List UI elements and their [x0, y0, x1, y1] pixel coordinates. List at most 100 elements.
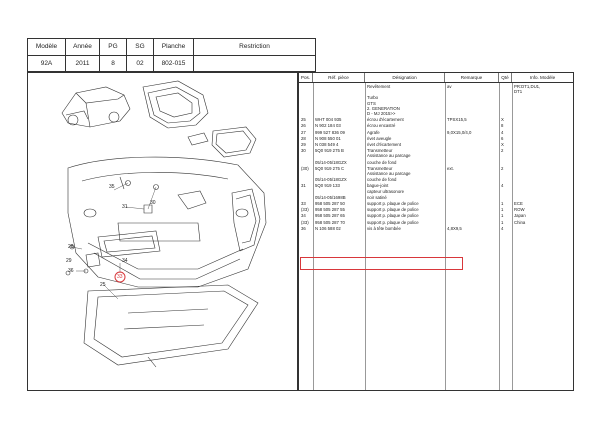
cell-des: support p. plaque de police	[367, 207, 419, 213]
cell-qte: 1	[501, 201, 504, 207]
cell-qte	[499, 159, 512, 160]
cell-rem	[445, 182, 499, 183]
cell-info: ECE	[514, 201, 523, 207]
cell-ref	[313, 94, 365, 95]
table-row: 05/14-05/1698B noir satiné	[299, 194, 573, 200]
cell-ref: 05/14-05/1698B	[315, 194, 346, 200]
header-col-annee: Année 2011	[66, 39, 100, 71]
callout-label: 31	[122, 204, 128, 210]
cell-des: support p. plaque de police	[367, 201, 419, 207]
cell-pos: (33)	[301, 219, 309, 225]
cell-qte: 2	[501, 148, 504, 154]
cell-rem	[445, 176, 499, 177]
cell-des: bague-joint capteur ultrasonore	[367, 183, 405, 194]
column-header-pos: Pos.	[299, 73, 313, 82]
cell-qte: 1	[501, 219, 504, 225]
cell-rem: av	[447, 84, 452, 89]
cell-qte: 2	[501, 165, 504, 171]
cell-qte	[499, 83, 512, 84]
cell-info	[512, 141, 573, 142]
license-plate-bracket-icon	[85, 230, 161, 268]
cell-pos: 27	[301, 129, 306, 135]
cell-des: Revêtement	[367, 84, 391, 89]
header-value	[194, 56, 315, 72]
cell-qte	[499, 94, 512, 95]
header-value: 802-015	[161, 59, 186, 67]
header-col-restriction: Restriction	[194, 39, 315, 71]
header-table: Modèle 92A Année 2011 PG 8 SG 02 Planche…	[27, 38, 316, 72]
cell-qte	[499, 176, 512, 177]
cell-rem	[445, 135, 499, 136]
callout-label: 25	[100, 282, 106, 288]
column-header-qte: Qté	[499, 73, 512, 82]
cell-rem	[445, 219, 499, 220]
car-thumbnail-icon	[61, 86, 131, 128]
cell-rem: 9,0X15,0/4,0	[447, 129, 472, 135]
cell-ref: 999 527 836 09	[315, 129, 345, 135]
header-col-planche: Planche 802-015	[154, 39, 194, 71]
cell-pos: (30)	[301, 165, 309, 171]
cell-des: support p. plaque de police	[367, 219, 419, 225]
cell-pos: 25	[301, 117, 306, 123]
cell-rem: ext.	[447, 165, 454, 171]
cell-info	[512, 135, 573, 136]
cell-info: PR:DT1,DU1, DT1	[514, 84, 541, 95]
highlighted-row-marker	[300, 257, 463, 270]
cell-ref	[313, 83, 365, 84]
skid-plate-icon	[83, 284, 259, 368]
cell-info	[512, 147, 573, 148]
cell-des: Agrafe	[367, 129, 380, 135]
cell-ref: N 908 550 01	[315, 135, 341, 141]
cell-qte: 1	[501, 213, 504, 219]
cell-rem	[445, 122, 499, 123]
parts-list-table: Pos. Réf. pièce Désignation Remarque Qté…	[298, 72, 574, 391]
callout-label: 34	[122, 258, 128, 264]
header-label: PG	[100, 39, 126, 56]
cell-ref: 5Q0 919 275 C	[315, 165, 345, 171]
cell-info	[512, 94, 573, 95]
cell-pos	[299, 176, 313, 177]
header-col-pg: PG 8	[100, 39, 127, 71]
cell-qte: 4	[501, 129, 504, 135]
header-value: 8	[111, 59, 115, 67]
header-label: Restriction	[194, 39, 315, 56]
cell-info	[512, 182, 573, 183]
cell-info	[512, 122, 573, 123]
column-header-designation: Désignation	[365, 73, 445, 82]
cell-des: rivet d'écartement	[367, 142, 402, 148]
cell-rem	[445, 194, 499, 195]
cell-pos: 28	[301, 135, 306, 141]
cell-qte	[499, 194, 512, 195]
cell-info	[512, 176, 573, 177]
cell-info	[512, 225, 573, 226]
cell-qte: X	[501, 117, 504, 123]
cell-des: noir satiné	[367, 194, 387, 200]
bumper-cover-icon	[67, 156, 267, 288]
cell-qte: 8	[501, 123, 504, 129]
column-header-info-modele: Info. Modèle	[529, 75, 556, 80]
parts-table-header: Pos. Réf. pièce Désignation Remarque Qté…	[299, 73, 573, 83]
cell-des: couche de fond	[367, 177, 397, 183]
cell-ref: 958 505 287 55	[315, 207, 345, 213]
callout-label: 36	[68, 268, 74, 274]
cell-pos: 33	[301, 201, 306, 207]
highlight-circle	[114, 271, 126, 283]
table-row: Turbo GTS 2. GENERATION D - MJ 2015>>	[299, 94, 573, 116]
cell-rem: 4,8X9,5	[447, 225, 462, 231]
cell-des: Transmetteur Assistance au parcage	[367, 148, 411, 159]
cell-rem	[445, 200, 499, 201]
cell-ref: N 902 184 03	[315, 123, 341, 129]
cell-pos: (33)	[301, 207, 309, 213]
parts-diagram: 35 31 33 30 34 28 29 36 25	[27, 72, 298, 391]
cell-ref: N 038 549 4	[315, 142, 339, 148]
table-row: 27 999 527 836 09 Agrafe 9,0X15,0/4,0 4	[299, 129, 573, 135]
header-value: 02	[136, 59, 144, 67]
